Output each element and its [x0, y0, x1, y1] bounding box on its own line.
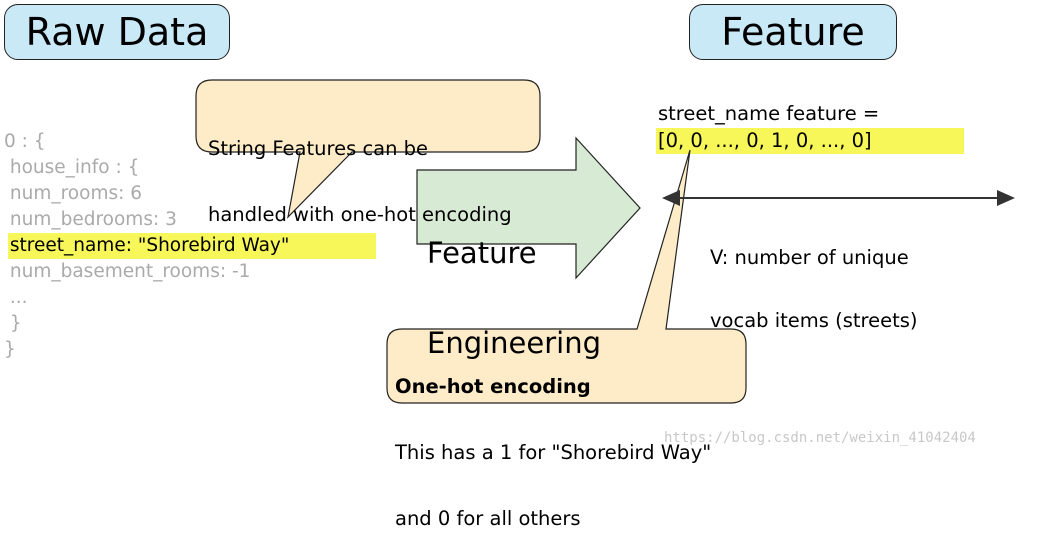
onehot-line2: and 0 for all others — [395, 507, 581, 530]
string-callout-line2: handled with one-hot encoding — [208, 203, 512, 226]
code-line: } — [4, 339, 16, 360]
feature-engineering-arrow — [416, 136, 641, 280]
code-line: 0 : { — [4, 131, 46, 152]
code-line: } — [4, 313, 22, 334]
feature-header: Feature — [689, 4, 897, 60]
vocab-description: V: number of unique vocab items (streets… — [710, 205, 918, 352]
code-line: ... — [4, 287, 28, 308]
string-callout-bubble — [195, 79, 541, 219]
vector-highlight — [656, 128, 964, 154]
string-callout-text: String Features can be handled with one-… — [208, 94, 512, 248]
vocab-arrowhead-right — [997, 190, 1015, 206]
code-line: house_info : { — [4, 157, 140, 178]
onehot-title: One-hot encoding — [395, 375, 591, 398]
feature-engineering-line1: Feature — [427, 236, 537, 270]
watermark: https://blog.csdn.net/weixin_41042404 — [664, 430, 976, 446]
string-callout-line1: String Features can be — [208, 137, 429, 160]
vocab-arrowhead-left — [662, 190, 680, 206]
code-line: num_basement_rooms: -1 — [4, 261, 251, 282]
feature-engineering-line2: Engineering — [427, 326, 601, 360]
code-line: num_rooms: 6 — [4, 183, 142, 204]
onehot-callout-bubble — [386, 149, 747, 404]
feature-vector: [0, 0, ..., 0, 1, 0, ..., 0] — [658, 129, 872, 152]
diagram-shapes — [195, 79, 1015, 404]
code-line: num_bedrooms: 3 — [4, 209, 177, 230]
street-feature-label: street_name feature = — [658, 102, 880, 125]
onehot-line1: This has a 1 for "Shorebird Way" — [395, 441, 712, 464]
code-line-street-name: street_name: "Shorebird Way" — [4, 235, 290, 256]
feature-engineering-text: Feature Engineering — [427, 178, 601, 388]
vocab-line2: vocab items (streets) — [710, 309, 918, 332]
feature-label: Feature — [721, 10, 865, 54]
raw-data-label: Raw Data — [25, 10, 209, 54]
street-name-highlight — [8, 233, 376, 259]
vocab-line1: V: number of unique — [710, 246, 909, 269]
raw-data-header: Raw Data — [4, 4, 230, 60]
